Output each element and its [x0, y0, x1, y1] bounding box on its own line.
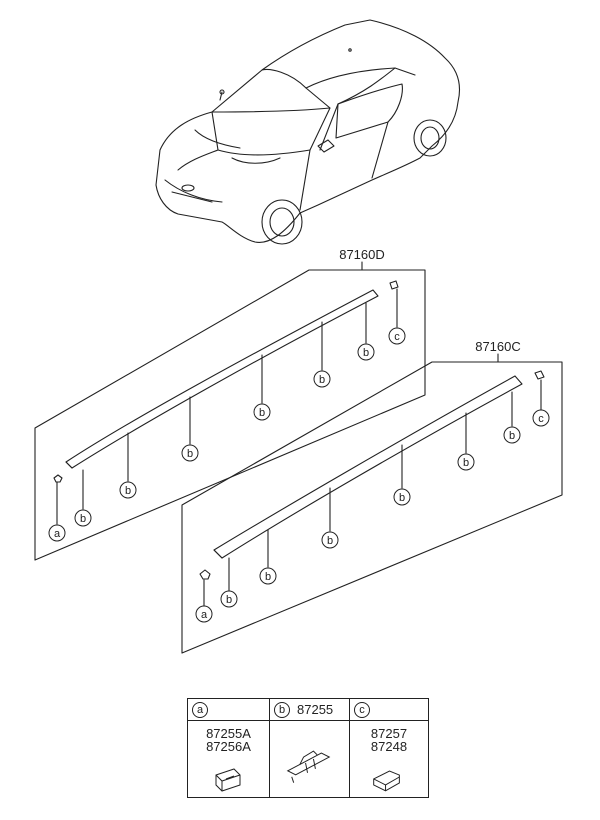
callout-label: a	[54, 528, 61, 540]
part-number: 87255A	[206, 726, 251, 741]
clip-a-illustration	[215, 768, 241, 792]
callout-label: b	[125, 485, 131, 497]
parts-legend-table: a 87255A 87256A b 87255	[187, 698, 429, 798]
callout-b: b	[457, 453, 475, 471]
callout-b: b	[357, 343, 375, 361]
callout-layer: a b b b b b b c a b b b b b b c	[48, 327, 550, 623]
callout-label: b	[265, 571, 271, 583]
legend-header-b: b 87255	[270, 699, 349, 721]
clip-b-illustration	[286, 750, 331, 783]
callout-b: b	[119, 481, 137, 499]
part-number: 87248	[370, 739, 408, 754]
callout-b: b	[313, 370, 331, 388]
callout-label: c	[538, 413, 544, 425]
callout-c: c	[532, 409, 550, 427]
callout-b: b	[74, 509, 92, 527]
callout-a: a	[48, 524, 66, 542]
callout-a: a	[195, 605, 213, 623]
roof-rack-panel-d	[34, 261, 426, 561]
part-number: 87257	[370, 726, 408, 741]
legend-header-c: c	[350, 699, 428, 721]
callout-key-a: a	[192, 702, 208, 718]
callout-label: b	[399, 492, 405, 504]
clip-c-illustration	[373, 770, 400, 792]
callout-b: b	[259, 567, 277, 585]
callout-label: b	[80, 513, 86, 525]
callout-b: b	[321, 531, 339, 549]
callout-label: c	[394, 331, 400, 343]
part-number: 87256A	[206, 739, 251, 754]
legend-cell-a: a 87255A 87256A	[188, 699, 269, 797]
callout-c: c	[388, 327, 406, 345]
assembly-label-87160d: 87160D	[339, 247, 385, 262]
callout-b: b	[253, 403, 271, 421]
callout-label: b	[226, 594, 232, 606]
callout-label: b	[187, 448, 193, 460]
legend-cell-c: c 87257 87248	[349, 699, 428, 797]
callout-key-b: b	[274, 702, 290, 718]
assembly-label-87160c: 87160C	[475, 339, 521, 354]
roof-rack-panel-c	[181, 353, 563, 654]
legend-parts-a: 87255A 87256A	[188, 727, 269, 753]
legend-parts-c: 87257 87248	[350, 727, 428, 753]
legend-cell-b: b 87255	[269, 699, 349, 797]
callout-label: a	[201, 609, 208, 621]
callout-label: b	[319, 374, 325, 386]
car-illustration	[155, 19, 461, 245]
callout-label: b	[509, 430, 515, 442]
callout-label: b	[259, 407, 265, 419]
callout-label: b	[327, 535, 333, 547]
callout-key-c: c	[354, 702, 370, 718]
legend-header-a: a	[188, 699, 269, 721]
callout-b: b	[393, 488, 411, 506]
part-number: 87255	[297, 702, 334, 717]
callout-label: b	[363, 347, 369, 359]
callout-b: b	[181, 444, 199, 462]
callout-b: b	[220, 590, 238, 608]
callout-b: b	[503, 426, 521, 444]
callout-label: b	[463, 457, 469, 469]
